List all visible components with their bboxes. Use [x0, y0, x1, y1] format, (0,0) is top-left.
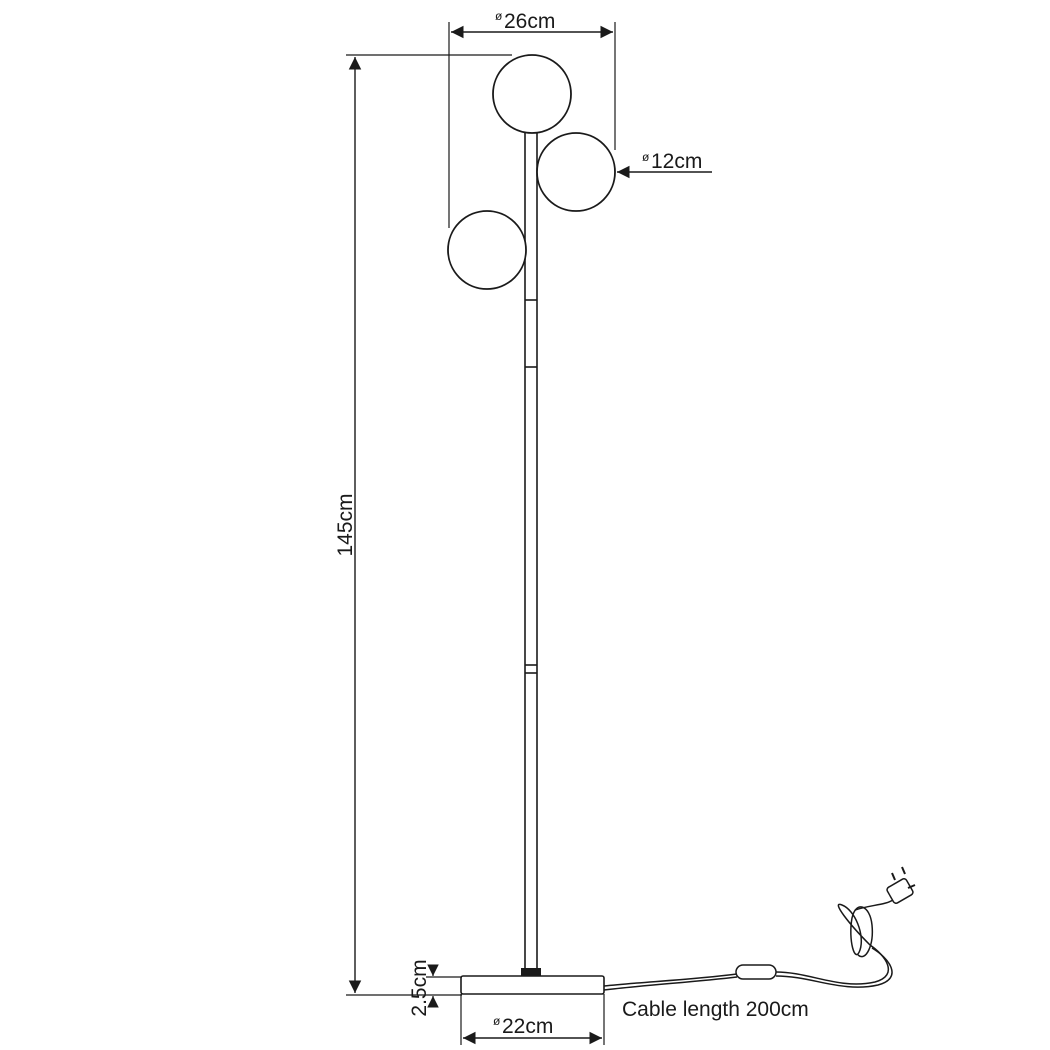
lamp-stem: [524, 131, 538, 973]
spread-diameter-symbol: ø: [495, 9, 503, 23]
globe-shade-left: [447, 210, 527, 290]
coiled-cable: [837, 903, 874, 958]
lamp-base-collar: [521, 968, 541, 976]
base-diameter-dimension: ø 22cm: [460, 994, 605, 1045]
power-cable: [603, 973, 738, 987]
lamp-base: [460, 975, 605, 995]
globe-shade-right: [536, 132, 616, 212]
shade-diameter-dimension: ø 12cm: [617, 150, 712, 179]
lamp-drawing: [447, 54, 616, 995]
height-label: 145cm: [334, 493, 357, 556]
globe-shade-top: [492, 54, 572, 134]
base-height-label: 2.5cm: [408, 959, 431, 1016]
spread-label: 26cm: [504, 10, 555, 33]
cable-length-label: Cable length 200cm: [622, 998, 809, 1021]
spread-dimension: ø 26cm: [448, 9, 616, 228]
base-diameter-symbol: ø: [493, 1014, 501, 1028]
shade-diameter-symbol: ø: [642, 150, 650, 164]
plug-icon: [886, 866, 916, 904]
height-dimension: 145cm: [334, 54, 512, 996]
base-height-dimension: 2.5cm: [408, 959, 462, 1017]
cable-assembly: [603, 866, 916, 991]
inline-switch: [735, 964, 777, 980]
shade-diameter-label: 12cm: [651, 150, 702, 173]
base-diameter-label: 22cm: [502, 1015, 553, 1038]
